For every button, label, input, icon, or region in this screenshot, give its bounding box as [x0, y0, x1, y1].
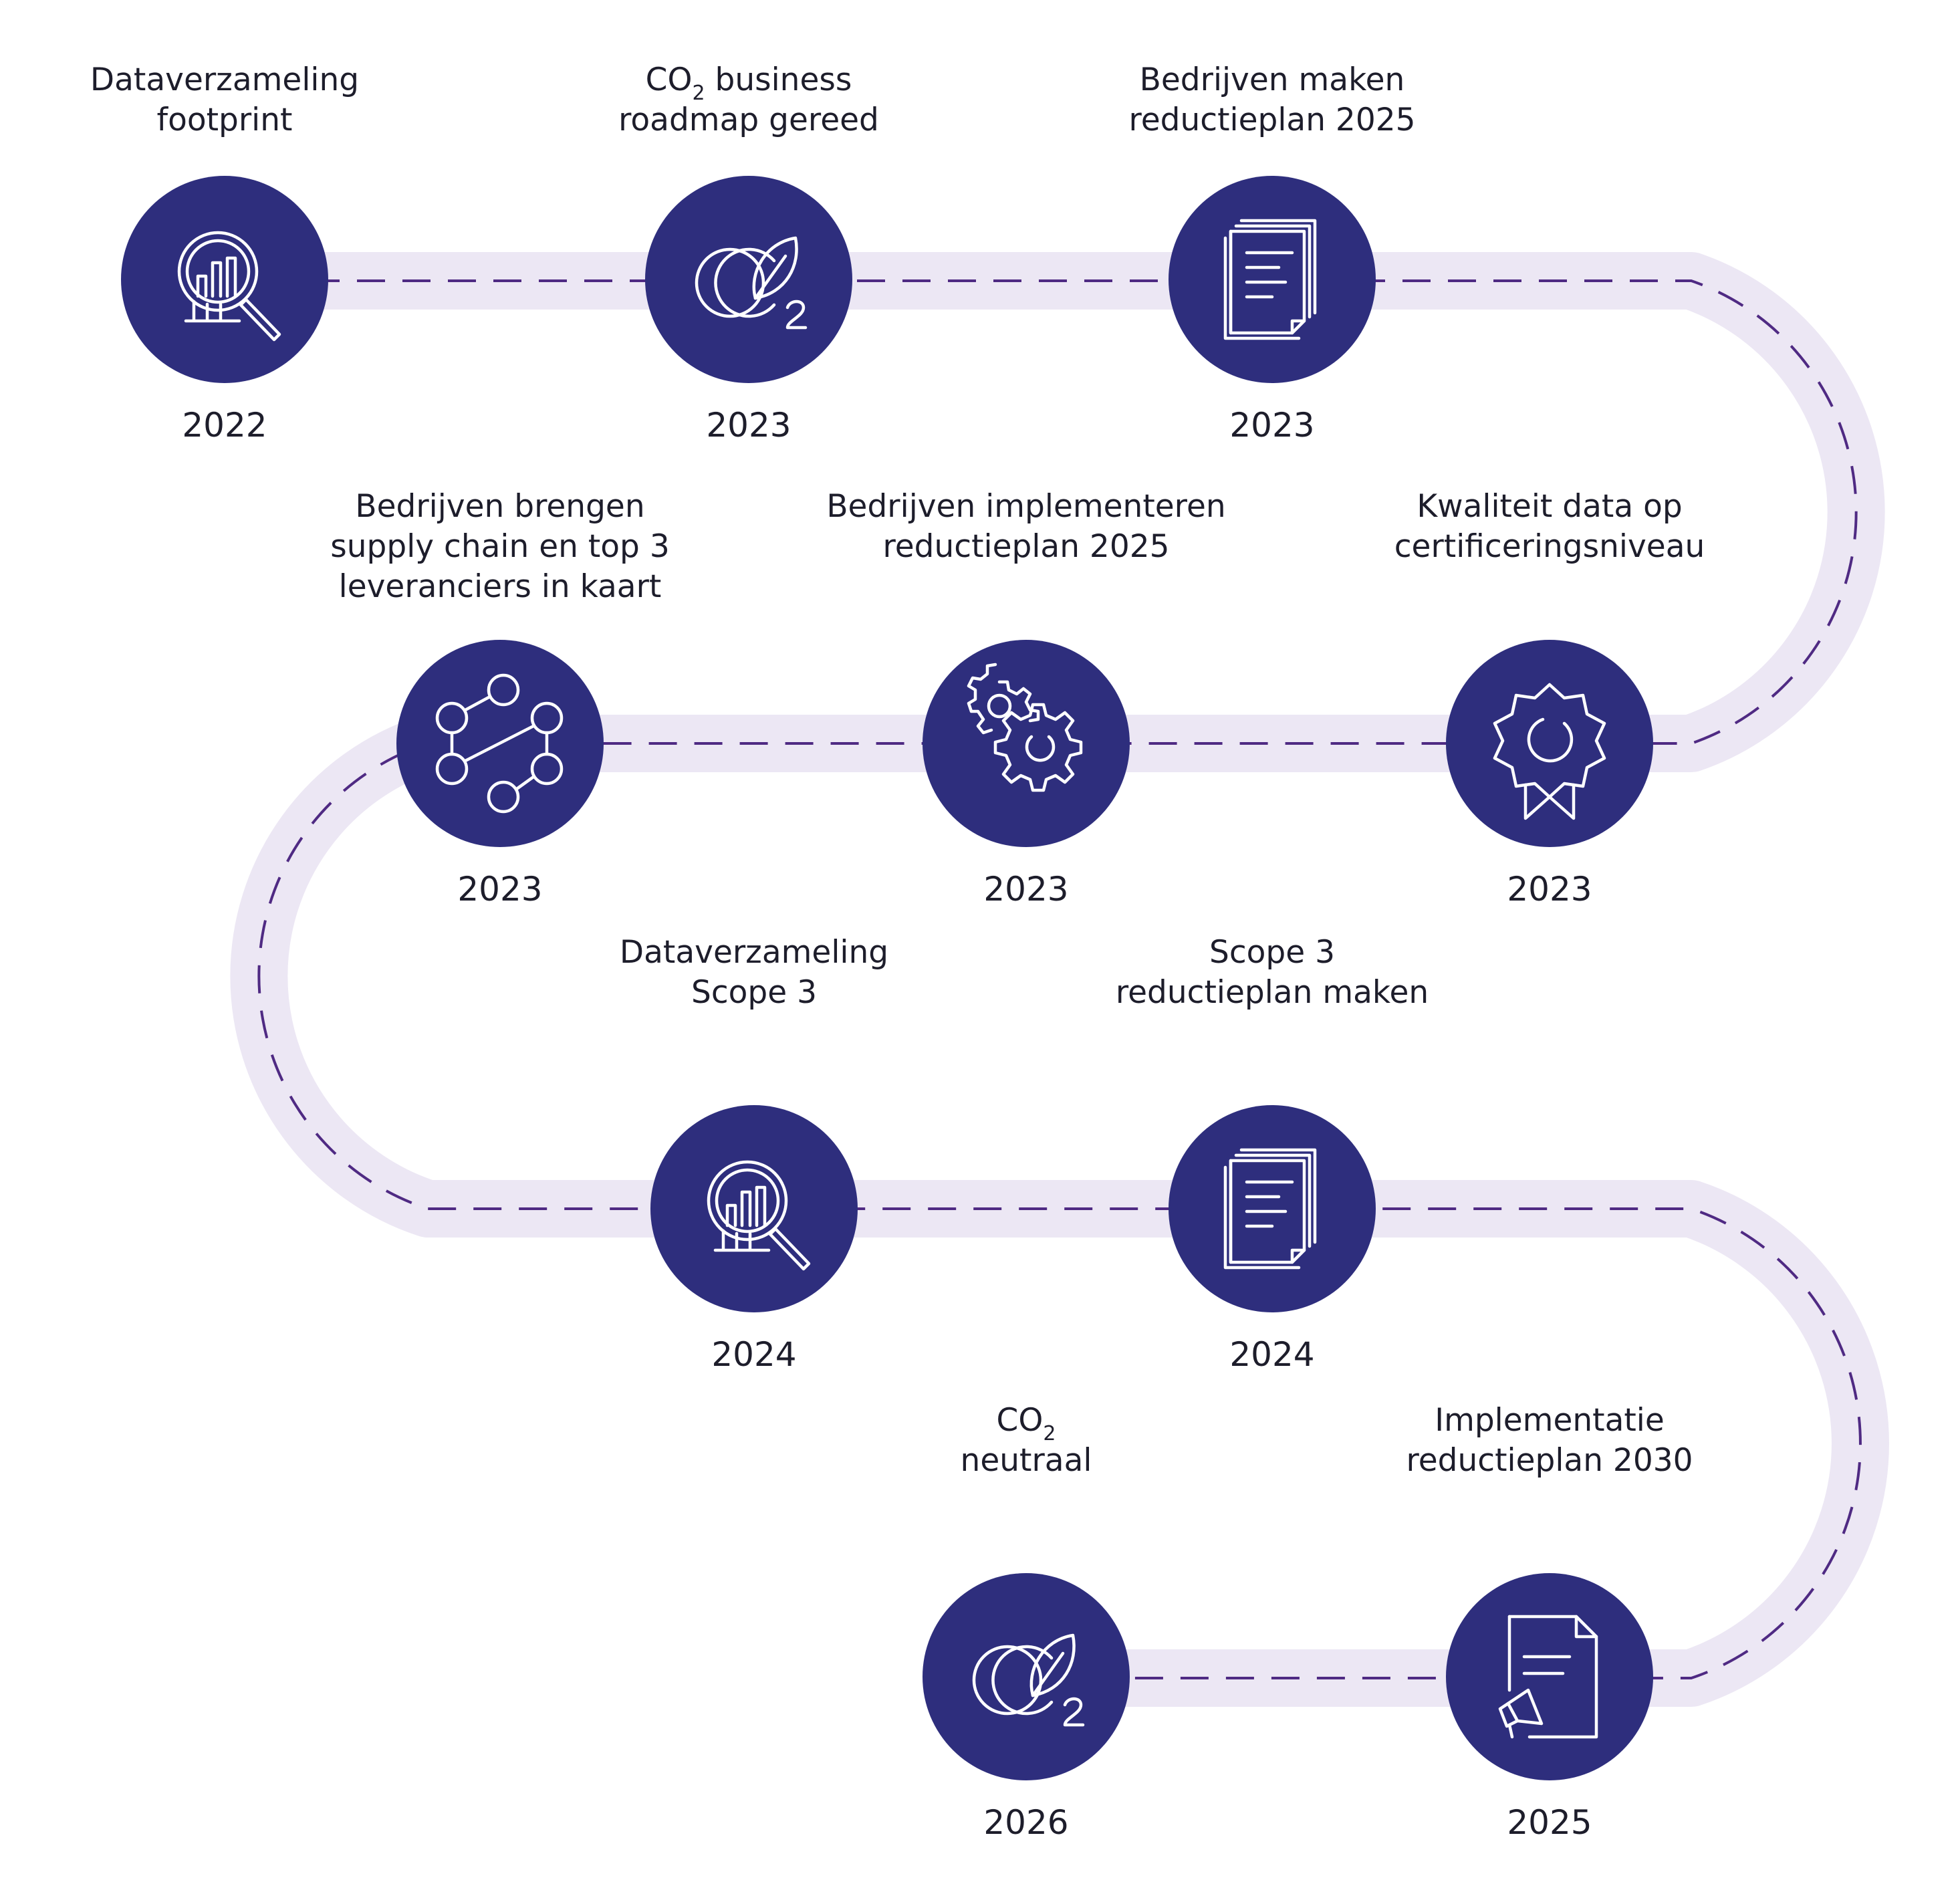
milestone-year: 2023 [1507, 870, 1592, 909]
milestone-label-line: Scope 3 [1209, 934, 1335, 971]
milestone-year: 2025 [1507, 1803, 1592, 1842]
milestone-label-line: reductieplan maken [1116, 974, 1429, 1011]
milestone: Dataverzameling footprint 2022 [90, 62, 359, 445]
milestone-label-line: reductieplan 2025 [1128, 102, 1415, 138]
milestone-label-line: Bedrijven brengen [355, 488, 644, 525]
milestone-year: 2026 [983, 1803, 1068, 1842]
milestone-year: 2023 [1229, 406, 1314, 445]
milestone-label-line: Dataverzameling [90, 62, 359, 98]
milestone-year: 2024 [711, 1335, 796, 1374]
milestone-year: 2024 [1229, 1335, 1314, 1374]
milestone-label-line: Bedrijven maken [1140, 62, 1405, 98]
milestone-year: 2023 [983, 870, 1068, 909]
milestone-label-line: certificeringsniveau [1394, 528, 1705, 565]
milestone-label-line: leveranciers in kaart [339, 568, 662, 605]
milestone-label-line: supply chain en top 3 [330, 528, 669, 565]
milestone-year: 2023 [706, 406, 791, 445]
milestone-circle [923, 1573, 1130, 1780]
milestone-label-line: Kwaliteit data op [1417, 488, 1682, 525]
milestone-circle [1169, 176, 1376, 383]
milestone-label-line: roadmap gereed [618, 102, 879, 138]
milestone-label-line: Scope 3 [691, 974, 817, 1011]
milestone-label-line: reductieplan 2025 [882, 528, 1169, 565]
milestone-circle [650, 1105, 858, 1312]
milestone-year: 2023 [457, 870, 542, 909]
milestone-circle [645, 176, 852, 383]
milestone-label: Dataverzameling footprint [90, 62, 359, 138]
milestone: Bedrijven maken reductieplan 2025 2023 [1128, 62, 1415, 445]
milestone-circle [1446, 1573, 1653, 1780]
milestone-circle [1169, 1105, 1376, 1312]
milestone-label-line: neutraal [961, 1442, 1092, 1479]
milestone-label-line: reductieplan 2030 [1406, 1442, 1693, 1479]
milestone-year: 2022 [182, 406, 267, 445]
roadmap-path [221, 252, 1889, 1707]
milestone-label-line: CO2 [997, 1402, 1056, 1445]
milestone-label-line: Implementatie [1435, 1402, 1665, 1439]
milestone-circle [1446, 640, 1653, 847]
milestone-label-line: Bedrijven implementeren [826, 488, 1225, 525]
milestone-circle [121, 176, 328, 383]
milestone-label: Bedrijven maken reductieplan 2025 [1128, 62, 1415, 138]
milestone-label-line: footprint [157, 102, 293, 138]
milestone-label-line: Dataverzameling [620, 934, 888, 971]
milestone-label-line: CO2 business [646, 62, 852, 105]
